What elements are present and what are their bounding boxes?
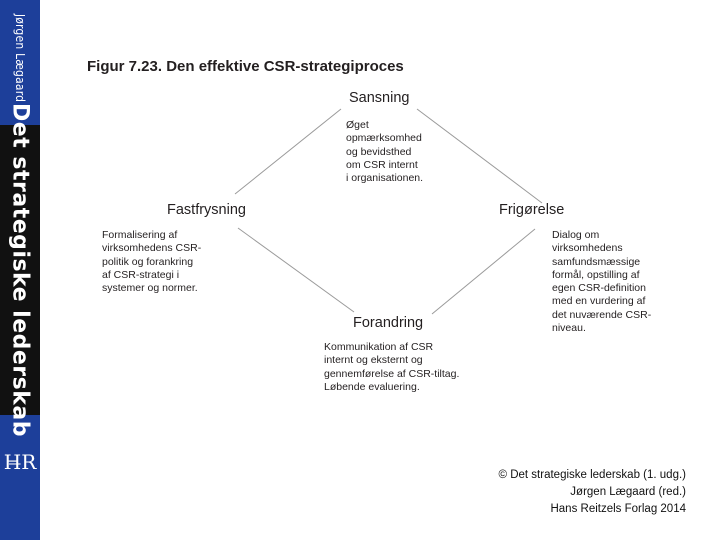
desc-line: internt og eksternt og [324,354,423,367]
desc-line: formål, opstilling af [552,268,640,281]
desc-line: virksomhedens [552,242,623,255]
connector-top-right [416,108,543,204]
desc-line: det nuværende CSR- [552,308,652,321]
desc-line: niveau. [552,322,586,335]
node-frigoerelse-description: Dialog om virksomhedens samfundsmæssige … [552,229,651,335]
publisher-logo: H̶R [0,450,40,474]
desc-line: systemer og normer. [102,282,198,295]
node-forandring-label: Forandring [353,315,424,331]
publisher-logo-glyph: H̶R [3,450,37,474]
desc-line: egen CSR-definition [552,282,646,295]
node-frigoerelse-label: Frigørelse [499,202,565,218]
desc-line: og bevidsthed [346,145,412,158]
desc-line: med en vurdering af [552,295,646,308]
desc-line: politik og forankring [102,255,194,268]
figure-title: Figur 7.23. Den effektive CSR-strategipr… [87,58,404,75]
desc-line: om CSR internt [346,158,418,171]
node-forandring-description: Kommunikation af CSR internt og eksternt… [324,341,459,394]
desc-line: Løbende evaluering. [324,380,420,393]
copyright-line: Hans Reitzels Forlag 2014 [550,503,686,515]
connector-left-bottom [237,227,355,313]
desc-line: Formalisering af [102,229,178,241]
desc-line: i organisationen. [346,172,424,185]
desc-line: samfundsmæssige [552,255,641,268]
desc-line: opmærksomhed [346,132,422,145]
desc-line: af CSR-strategi i [102,268,180,281]
connector-top-left [234,108,342,195]
node-fastfrysning-label: Fastfrysning [167,202,246,218]
node-sansning-description: Øget opmærksomhed og bevidsthed om CSR i… [346,119,423,185]
node-fastfrysning-description: Formalisering af virksomhedens CSR- poli… [102,229,201,295]
node-sansning-label: Sansning [349,90,410,106]
desc-line: virksomhedens CSR- [102,242,202,255]
desc-line: gennemførelse af CSR-tiltag. [324,367,460,380]
copyright-notice: © Det strategiske lederskab (1. udg.) Jø… [499,467,686,518]
copyright-line: © Det strategiske lederskab (1. udg.) [498,469,686,481]
desc-line: Kommunikation af CSR [324,341,434,353]
copyright-line: Jørgen Lægaard (red.) [570,486,686,498]
connector-right-bottom [431,228,536,315]
spine-title-band: Det strategiske lederskab [0,103,40,437]
desc-line: Dialog om [552,229,600,241]
desc-line: Øget [346,119,369,131]
spine-author-band: Jørgen Lægaard [0,0,40,115]
